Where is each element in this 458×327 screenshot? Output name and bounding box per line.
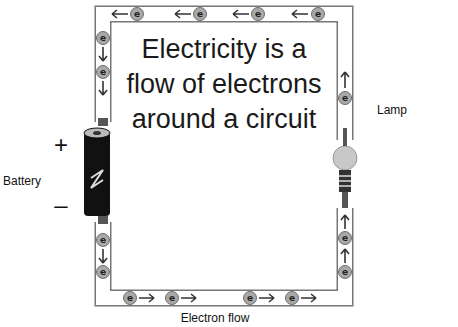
electron-label: e — [197, 10, 203, 19]
caption-label: Electron flow — [181, 312, 250, 324]
electron: e — [96, 31, 110, 45]
lamp-symbol — [333, 128, 357, 208]
minus-sign: – — [54, 193, 67, 217]
electron-label: e — [127, 294, 133, 303]
electron: e — [96, 265, 110, 279]
electron: e — [338, 91, 352, 105]
plus-sign: + — [54, 133, 68, 157]
electron-label: e — [315, 10, 321, 19]
flow-arrows — [99, 10, 349, 302]
electron: e — [285, 291, 299, 305]
main-statement: Electricity is a flow of electrons aroun… — [124, 32, 324, 137]
electron: e — [96, 233, 110, 247]
electron: e — [123, 291, 137, 305]
electron: e — [338, 265, 352, 279]
wire — [103, 14, 345, 298]
electron: e — [165, 291, 179, 305]
electron-label: e — [255, 10, 261, 19]
electron: e — [251, 7, 265, 21]
electron: e — [96, 65, 110, 79]
electron: e — [130, 7, 144, 21]
electron-label: e — [342, 268, 348, 277]
battery-symbol — [84, 118, 110, 224]
electron-label: e — [342, 94, 348, 103]
electron-label: e — [342, 234, 348, 243]
electron-label: e — [169, 294, 175, 303]
electron: e — [338, 231, 352, 245]
electron-label: e — [100, 34, 106, 43]
electron-label: e — [247, 294, 253, 303]
lamp-label: Lamp — [377, 104, 407, 116]
electron-label: e — [100, 236, 106, 245]
electron-label: e — [100, 268, 106, 277]
electron: e — [311, 7, 325, 21]
electron: e — [193, 7, 207, 21]
battery-label: Battery — [3, 175, 41, 187]
electron-label: e — [100, 68, 106, 77]
electron-label: e — [134, 10, 140, 19]
electron: e — [243, 291, 257, 305]
electron-label: e — [289, 294, 295, 303]
